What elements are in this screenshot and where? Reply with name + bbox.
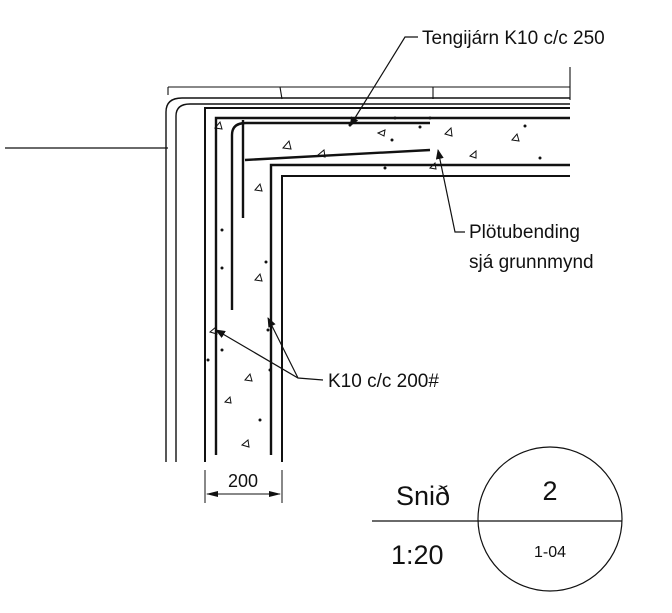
outer-layer bbox=[165, 97, 570, 462]
concrete-dots bbox=[206, 116, 542, 422]
dimension bbox=[204, 470, 283, 503]
section-bubble bbox=[477, 446, 623, 592]
roof-covering bbox=[167, 67, 571, 100]
annotation-see-plan: sjá grunnmynd bbox=[469, 252, 594, 273]
section-number: 2 bbox=[542, 476, 557, 506]
annotation-wall-rebar: K10 c/c 200# bbox=[328, 371, 439, 392]
section-label: Snið bbox=[396, 481, 450, 511]
rebar bbox=[214, 116, 570, 455]
dimension-wall-thickness: 200 bbox=[228, 471, 258, 491]
annotation-slab-bending: Plötubending bbox=[469, 222, 580, 243]
annotation-tie-bars: Tengijárn K10 c/c 250 bbox=[422, 28, 605, 49]
concrete-hatch bbox=[208, 120, 520, 448]
section-scale: 1:20 bbox=[391, 540, 444, 570]
leader-lines bbox=[215, 36, 465, 381]
concrete-outline bbox=[204, 107, 570, 462]
sheet-reference: 1-04 bbox=[534, 544, 566, 561]
